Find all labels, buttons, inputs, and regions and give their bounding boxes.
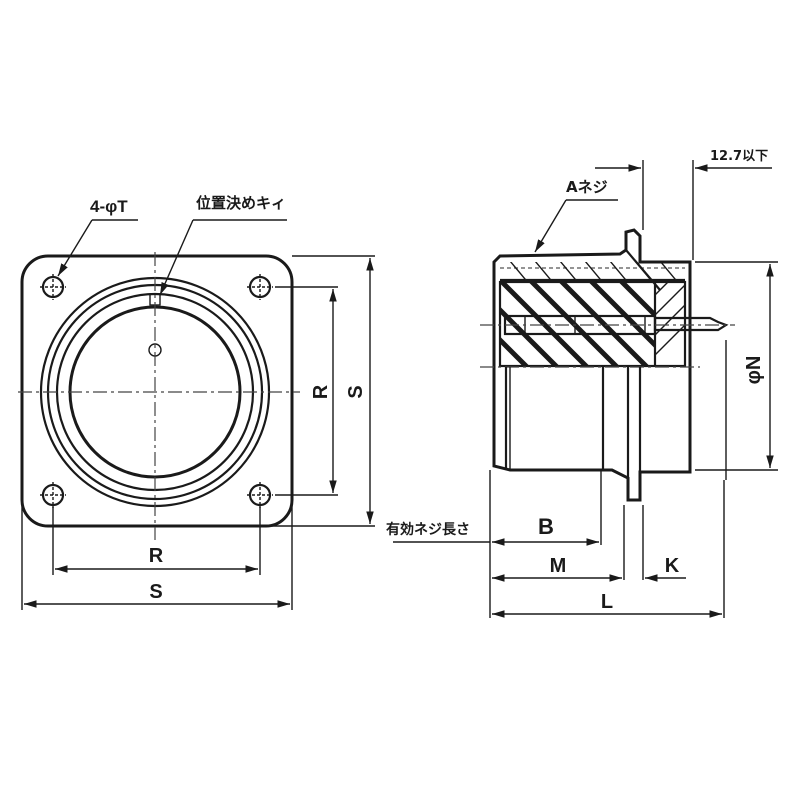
dim-l: L — [601, 591, 613, 613]
flange-outline — [20, 254, 294, 528]
dim-s-horizontal: S — [149, 581, 162, 603]
side-view: Aネジ 12.7以下 φN 有効ネジ長さ B M K L — [386, 149, 778, 618]
hole-callout: 4-φT — [90, 197, 128, 216]
dim-n: φN — [743, 356, 765, 385]
dim-r-vertical: R — [310, 384, 332, 399]
effective-thread-length: 有効ネジ長さ — [386, 521, 470, 538]
dim-s-vertical: S — [345, 385, 367, 398]
dim-m: M — [550, 555, 567, 577]
dim-b: B — [538, 514, 554, 539]
max-protrusion: 12.7以下 — [710, 149, 768, 164]
front-view: 4-φT 位置決めキィ R S R S — [18, 194, 375, 610]
dim-r-horizontal: R — [149, 545, 164, 567]
thread-callout: Aネジ — [566, 178, 608, 196]
dim-k: K — [665, 555, 680, 577]
key-callout: 位置決めキィ — [196, 194, 286, 212]
